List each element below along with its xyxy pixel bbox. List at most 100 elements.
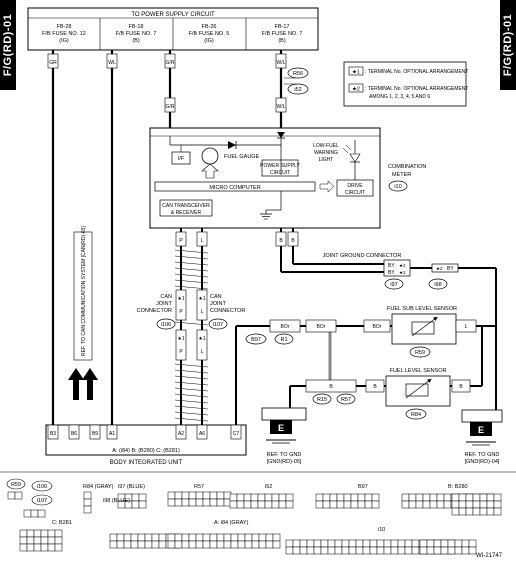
connector-pin-cell xyxy=(14,491,23,500)
connector-pin-cell xyxy=(138,493,147,502)
svg-text:BY: BY xyxy=(447,266,454,272)
connector-pin-cell xyxy=(130,533,139,542)
connector-pin-cell xyxy=(116,540,125,549)
wire-label-wl2: W/L xyxy=(277,60,286,66)
sensor-wire-b-2: B xyxy=(373,384,377,390)
can-wire-p-mid: P xyxy=(179,309,183,315)
twist-mark xyxy=(174,273,209,278)
connector-pin-cell xyxy=(47,529,56,538)
connector-pin-cell xyxy=(376,546,385,555)
connector-pin-cell xyxy=(174,491,183,500)
sensor-wire-l: L xyxy=(465,324,468,330)
twist-mark xyxy=(174,381,209,386)
connector-pin-cell xyxy=(236,493,245,502)
connector-pin-cell xyxy=(443,493,452,502)
svg-text:★2: ★2 xyxy=(399,263,406,268)
connector-pin-cell xyxy=(436,493,445,502)
fuse-2-line2: F/B FUSE NO. 7 xyxy=(116,31,157,37)
svg-text:i106: i106 xyxy=(161,322,171,328)
connector-pin-cell xyxy=(415,500,424,509)
connector-pin-cell xyxy=(348,546,357,555)
connector-pin-cell xyxy=(440,546,449,555)
sensor-wire-b-3: B xyxy=(459,384,463,390)
ground-left-line1: REF. TO GND xyxy=(267,452,302,458)
sub-sensor-title: FUEL SUB LEVEL SENSOR xyxy=(387,306,457,312)
connector-pin-cell xyxy=(355,546,364,555)
meter-name-line2: METER xyxy=(392,172,411,178)
connector-pin-cell xyxy=(30,509,39,518)
can-wire-p-top: P xyxy=(179,238,183,244)
twist-mark xyxy=(174,261,209,266)
connector-pin-cell xyxy=(33,543,42,552)
connector-pin-cell xyxy=(447,539,456,548)
can-wire-p-bot: P xyxy=(179,349,183,355)
connector-pin-cell xyxy=(479,500,488,509)
connector-pin-cell xyxy=(472,507,481,516)
connector-pin-cell xyxy=(271,493,280,502)
connector-pin-cell xyxy=(376,539,385,548)
connector-pin-cell xyxy=(138,500,147,509)
bottom-b280: B: B280 xyxy=(448,484,468,490)
connector-pin-cell xyxy=(83,505,92,514)
fuse-2-line3: (B) xyxy=(132,38,140,44)
connector-pin-cell xyxy=(336,500,345,509)
joint-conn-i97: i97 xyxy=(390,282,397,288)
legend-note-2-line1: : TERMINAL No. OPTIONAL ARRANGEMENT xyxy=(365,86,468,92)
connector-pin-cell xyxy=(26,529,35,538)
connector-pin-cell xyxy=(285,539,294,548)
connector-pin-cell xyxy=(237,540,246,549)
connector-pin-cell xyxy=(461,539,470,548)
connector-pin-cell xyxy=(223,540,232,549)
conn-r1: R1 xyxy=(280,337,287,343)
connector-pin-cell xyxy=(362,546,371,555)
connector-pin-cell xyxy=(343,493,352,502)
connector-pin-cell xyxy=(404,539,413,548)
svg-text:CAN: CAN xyxy=(210,294,222,300)
connector-pin-cell xyxy=(272,540,281,549)
bcu-pin-2: B6 xyxy=(71,431,77,437)
gnd-wire-b-1: B xyxy=(279,238,283,244)
connector-pin-cell xyxy=(243,493,252,502)
connector-pin-cell xyxy=(306,539,315,548)
sub-sensor-conn: R59 xyxy=(415,350,425,356)
connector-pin-cell xyxy=(447,546,456,555)
wire-label-gr: GR xyxy=(49,60,57,66)
combination-meter: I/F FUEL GAUGE POWER SUPPLY CIRCUIT LOW-… xyxy=(149,127,426,229)
bottom-r57: R57 xyxy=(194,484,204,490)
connector-pin-cell xyxy=(19,536,28,545)
fuel-sub-level-sensor: FUEL SUB LEVEL SENSOR R59 xyxy=(387,306,457,358)
ground-right-line1: REF. TO GND xyxy=(465,452,500,458)
connector-pin-cell xyxy=(458,493,467,502)
connector-pin-cell xyxy=(83,498,92,507)
connector-pin-cell xyxy=(54,529,63,538)
can-joint-label-right: CAN JOINT CONNECTOR xyxy=(210,294,245,314)
connector-pin-cell xyxy=(26,543,35,552)
connector-pin-cell xyxy=(123,533,132,542)
connector-pin-cell xyxy=(364,500,373,509)
connector-pin-cell xyxy=(383,546,392,555)
fuse-3-line1: FB-26 xyxy=(202,24,217,30)
sensor-wire-bor-2: BOr xyxy=(317,324,326,330)
connector-pin-cell xyxy=(472,493,481,502)
connector-pin-cell xyxy=(493,500,502,509)
ref-can-arrows xyxy=(68,368,98,400)
connector-pin-cell xyxy=(401,500,410,509)
connector-pin-cell xyxy=(188,498,197,507)
wire-label-wl: WL xyxy=(108,60,116,66)
bcu-pin-1: B3 xyxy=(50,431,56,437)
svg-text:BY: BY xyxy=(388,263,395,269)
connector-pin-cell xyxy=(33,529,42,538)
connector-pin-cell xyxy=(181,498,190,507)
connector-pin-cell xyxy=(329,500,338,509)
wire-label-wl3: W/L xyxy=(277,104,286,110)
ground-right: E REF. TO GND [GND(RD)-04] xyxy=(461,409,503,465)
bcu-pin-7: C7 xyxy=(233,431,240,437)
connector-pin-cell xyxy=(40,543,49,552)
connector-pin-cell xyxy=(348,539,357,548)
connector-pin-cell xyxy=(19,529,28,538)
bottom-i98: i98 (BLUE) xyxy=(103,498,130,504)
connector-pin-cell xyxy=(229,500,238,509)
twist-mark xyxy=(174,249,209,254)
fuse-1-line3: (IG) xyxy=(59,38,69,44)
fuse-1-line2: F/B FUSE NO. 12 xyxy=(42,31,86,37)
